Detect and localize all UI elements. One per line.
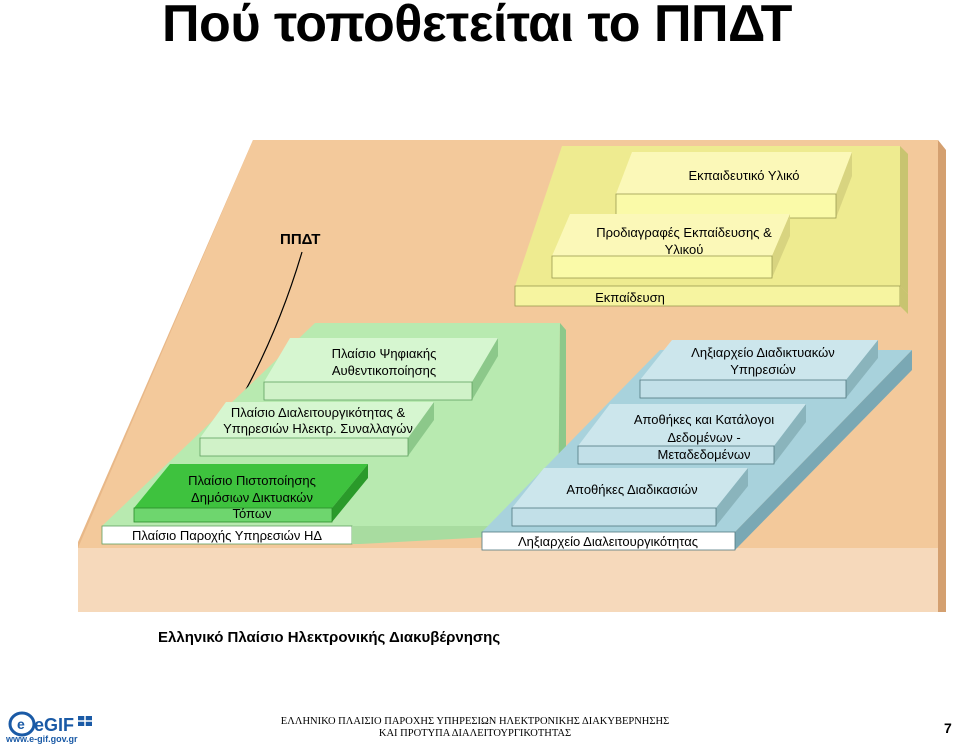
education-block-1-side bbox=[836, 152, 852, 218]
education-block-2-label-1: Προδιαγραφές Εκπαίδευσης & bbox=[596, 225, 772, 240]
registry-block-1-label-2: Υπηρεσιών bbox=[730, 362, 796, 377]
service-block-2-side bbox=[408, 402, 434, 456]
registry-block-1-side bbox=[846, 340, 878, 398]
education-block-2-label-2: Υλικού bbox=[665, 242, 704, 257]
registry-block-2-front bbox=[577, 445, 775, 465]
registry-block-3-top bbox=[512, 468, 748, 508]
registry-block-1-front bbox=[639, 379, 847, 399]
footer-text: ΕΛΛΗΝΙΚΟ ΠΛΑΙΣΙΟ ΠΑΡΟΧΗΣ ΥΠΗΡΕΣΙΩΝ ΗΛΕΚΤ… bbox=[250, 716, 700, 740]
registry-block-2-label-3: Μεταδεδομένων bbox=[657, 447, 750, 462]
service-block-2-label-1: Πλαίσιο Διαλειτουργικότητας & bbox=[231, 405, 406, 420]
service-block-1-front bbox=[263, 381, 473, 401]
service-block-3-label-2: Δημόσιων Δικτυακών bbox=[191, 490, 313, 505]
service-block-1-top bbox=[264, 338, 498, 382]
egif-logo: e eGIF bbox=[8, 711, 92, 737]
svg-text:e: e bbox=[17, 716, 25, 732]
education-block-1-top bbox=[616, 152, 852, 194]
service-block-3-front bbox=[133, 507, 333, 523]
service-block-2-front bbox=[199, 437, 409, 457]
base-board-front bbox=[78, 548, 938, 612]
service-block-1-label-2: Αυθεντικοποίησης bbox=[332, 363, 436, 378]
registry-block-2-label-2: Δεδομένων - bbox=[667, 430, 740, 445]
service-platform-label: Πλαίσιο Παροχής Υπηρεσιών ΗΔ bbox=[132, 528, 322, 543]
page-number: 7 bbox=[944, 720, 952, 736]
registry-block-2-label-1: Αποθήκες και Κατάλογοι bbox=[634, 412, 774, 427]
registry-block-1-top bbox=[640, 340, 878, 380]
service-block-1-side bbox=[472, 338, 498, 400]
registry-block-2-top bbox=[578, 404, 806, 446]
base-board-right-edge bbox=[938, 140, 946, 612]
education-block-2-side bbox=[772, 214, 790, 278]
education-platform-side bbox=[900, 146, 908, 294]
registry-group: Ληξιαρχείο Διαλειτουργικότητας Ληξιαρχεί… bbox=[481, 340, 912, 551]
registry-platform-side bbox=[735, 350, 912, 550]
slide-title: Πού τοποθετείται το ΠΠΔΤ bbox=[162, 0, 792, 53]
service-block-3-label-1: Πλαίσιο Πιστοποίησης bbox=[188, 473, 316, 488]
education-platform-front bbox=[514, 285, 901, 307]
education-block-2-front bbox=[551, 255, 773, 279]
service-block-1-label-1: Πλαίσιο Ψηφιακής bbox=[332, 346, 437, 361]
education-platform-label: Εκπαίδευση bbox=[595, 290, 665, 305]
service-block-3-label-3: Τόπων bbox=[233, 506, 272, 521]
education-block-2-top bbox=[552, 214, 790, 256]
service-block-3-side bbox=[332, 464, 368, 522]
registry-platform-label: Ληξιαρχείο Διαλειτουργικότητας bbox=[518, 534, 698, 549]
logo-text: eGIF bbox=[34, 715, 74, 735]
logo-url: www.e-gif.gov.gr bbox=[6, 734, 78, 744]
service-framework-group: Πλαίσιο Παροχής Υπηρεσιών ΗΔ Πλαίσιο Ψηφ… bbox=[101, 323, 566, 545]
registry-block-3-label: Αποθήκες Διαδικασιών bbox=[566, 482, 697, 497]
footer-line-2: ΚΑΙ ΠΡΟΤΥΠΑ ΔΙΑΛΕΙΤΟΥΡΓΙΚΟΤΗΤΑΣ bbox=[378, 728, 572, 739]
registry-block-1-label-1: Ληξιαρχείο Διαδικτυακών bbox=[691, 345, 835, 360]
registry-block-3-front bbox=[511, 507, 717, 527]
service-block-2-label-2: Υπηρεσιών Ηλεκτρ. Συναλλαγών bbox=[223, 421, 413, 436]
framework-diagram: ΠΠΔΤ Εκπαίδευση Εκπαιδευτικό Υλικό Προδι… bbox=[78, 140, 946, 646]
service-block-3-top bbox=[134, 464, 368, 508]
education-block-1-label: Εκπαιδευτικό Υλικό bbox=[688, 168, 799, 183]
education-group: Εκπαίδευση Εκπαιδευτικό Υλικό Προδιαγραφ… bbox=[514, 146, 908, 314]
base-label: Ελληνικό Πλαίσιο Ηλεκτρονικής Διακυβέρνη… bbox=[158, 629, 500, 646]
registry-platform-front bbox=[481, 531, 736, 551]
service-block-2-top bbox=[200, 402, 434, 438]
registry-block-3-side bbox=[716, 468, 748, 526]
education-platform-front-side bbox=[900, 286, 908, 314]
registry-block-2-side bbox=[774, 404, 806, 464]
footer-line-1: ΕΛΛΗΝΙΚΟ ΠΛΑΙΣΙΟ ΠΑΡΟΧΗΣ ΥΠΗΡΕΣΙΩΝ ΗΛΕΚΤ… bbox=[280, 716, 670, 727]
callout-label: ΠΠΔΤ bbox=[280, 231, 320, 248]
